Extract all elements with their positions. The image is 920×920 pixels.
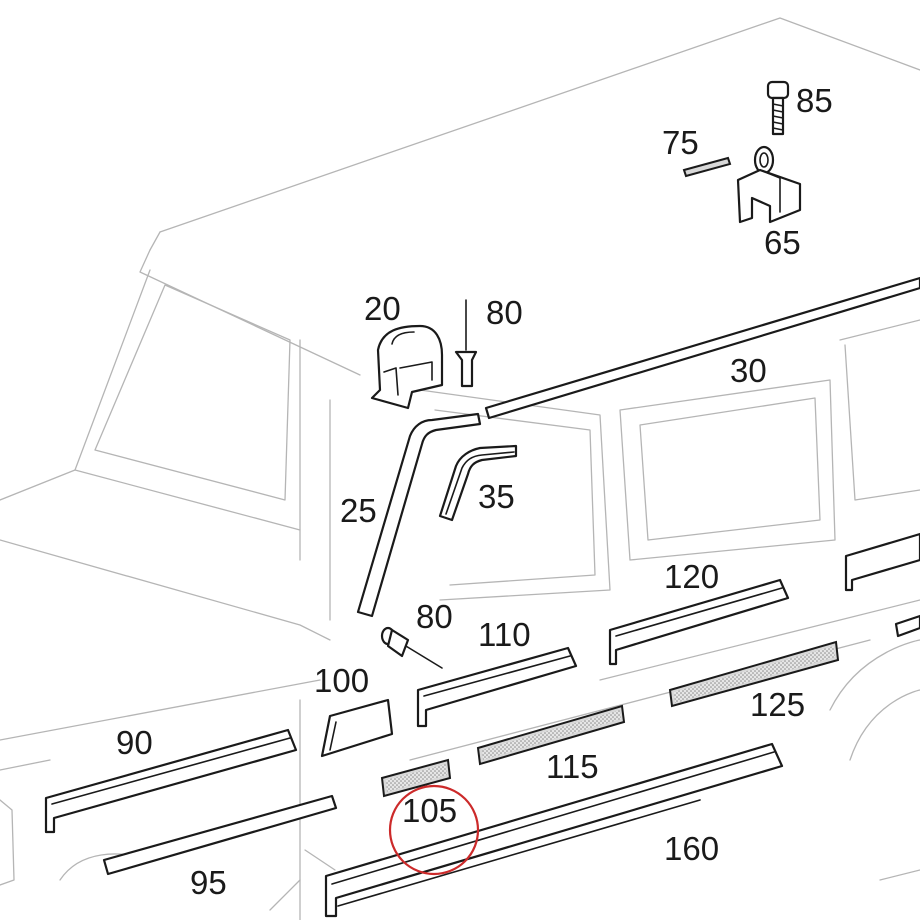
callout-110: 110 [478,616,531,653]
callout-30: 30 [730,352,767,389]
part-35-corner-seal [438,444,518,522]
part-120-molding [608,578,790,666]
callout-20: 20 [364,290,401,327]
callout-85: 85 [796,82,833,119]
part-20-corner-cap [370,324,444,410]
part-115-strip [476,704,626,766]
part-65-bracket [736,145,802,224]
callout-100: 100 [314,662,369,699]
part-25-pillar-trim [356,412,482,618]
callout-120: 120 [664,558,719,595]
callout-65: 65 [764,224,801,261]
part-75-clip [682,156,732,178]
callout-105: 105 [402,792,457,829]
callout-80-mid: 80 [416,598,453,635]
callout-125: 125 [750,686,805,723]
part-95-strip [102,794,338,876]
callout-25: 25 [340,492,377,529]
part-90-fender-molding [44,728,298,834]
part-80-rivet-mid [380,626,443,669]
part-125-strip [668,640,840,708]
highlight-circle [388,784,480,876]
part-160-rocker-molding [324,742,784,918]
callout-labels: 85 75 65 20 80 30 25 35 120 80 110 100 1… [116,82,833,901]
callout-35: 35 [478,478,515,515]
part-100-end-cap [320,698,394,758]
callout-80-top: 80 [486,294,523,331]
callout-115: 115 [546,748,599,785]
part-30-roof-strip [484,276,920,420]
part-105-strip [380,758,452,798]
part-110-molding [416,646,578,728]
part-85-screw [766,80,790,136]
callout-90: 90 [116,724,153,761]
callout-75: 75 [662,124,699,161]
part-80-pin-top [454,299,478,388]
part-rear-molding-right [844,532,920,638]
callout-95: 95 [190,864,227,901]
callout-160: 160 [664,830,719,867]
